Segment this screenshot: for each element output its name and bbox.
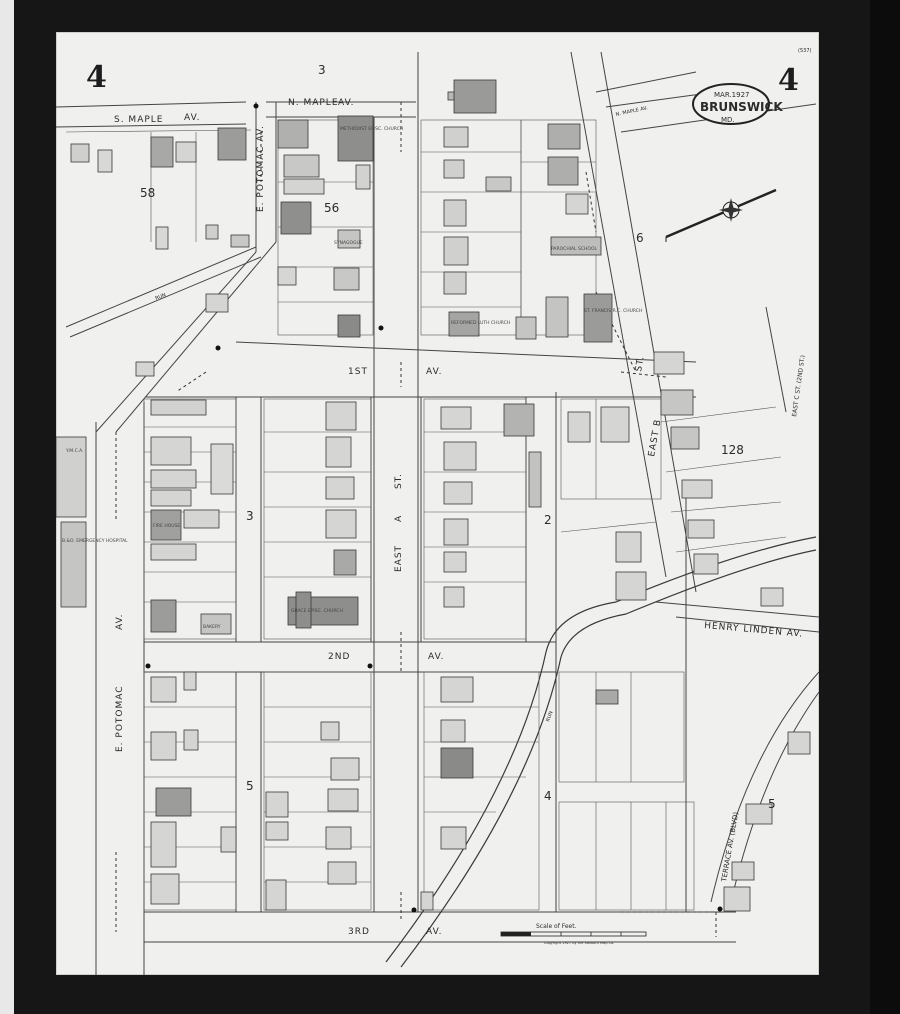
street-first: 1ST (348, 367, 368, 377)
street-n-maple: N. MAPLE (288, 98, 339, 108)
street-third: 3RD (348, 927, 370, 937)
scale-bar: Scale of Feet. Copyright 1927 by the San… (500, 923, 647, 945)
street-east-a-2: A (394, 515, 404, 522)
building-label: SYNAGOGUE (334, 240, 363, 246)
block-number: 58 (140, 186, 155, 200)
run-label-upper: RUN (155, 292, 168, 302)
street-second-av: AV. (428, 652, 444, 662)
street-s-maple-av: AV. (184, 113, 200, 123)
corner-note: (537) (798, 48, 811, 54)
street-east-a-1: EAST (394, 545, 404, 572)
street-second: 2ND (328, 652, 350, 662)
town-name: BRUNSWICK (700, 100, 783, 114)
building-label: ST. FRANCIS R.C. CHURCH (584, 308, 642, 314)
film-border-right (870, 0, 900, 1014)
sheet-number-right: 4 (778, 63, 799, 98)
buildings (56, 79, 811, 912)
building-label: BAKERY (203, 624, 221, 630)
run-label-lower: RUN (545, 710, 554, 723)
map-labels: 4 4 MAR.1927 BRUNSWICK MD. (537) S. MAPL… (62, 48, 811, 937)
block-number: 5 (768, 797, 776, 811)
fire-insurance-map: 4 4 MAR.1927 BRUNSWICK MD. (537) S. MAPL… (56, 48, 819, 975)
street-n-maple-av: AV. (338, 98, 354, 108)
building-label: GRACE EPISC. CHURCH (291, 608, 343, 614)
building-label: FIRE HOUSE (153, 523, 180, 529)
block-number: 128 (721, 443, 744, 457)
block-number: 3 (318, 63, 326, 77)
street-henry-linden: HENRY LINDEN AV. (704, 621, 804, 640)
hydrant-markers (145, 103, 723, 913)
block-number: 2 (544, 513, 552, 527)
block-number: 5 (246, 779, 254, 793)
run-creek (65, 246, 817, 968)
building-label: B.&O. EMERGENCY HOSPITAL (62, 538, 128, 544)
film-border-left (0, 0, 14, 1014)
street-e-potomac-lower: E. POTOMAC (115, 685, 125, 752)
street-east-b-st: ST. (634, 355, 647, 373)
block-number: 4 (544, 789, 552, 803)
map-sheet: 4 4 MAR.1927 BRUNSWICK MD. (537) S. MAPL… (56, 32, 819, 975)
copyright-note: Copyright 1927 by the Sanborn Map Co. (544, 941, 614, 945)
street-third-av: AV. (426, 927, 442, 937)
north-arrow-compass (665, 188, 777, 242)
street-first-av: AV. (426, 367, 442, 377)
block-number: 56 (324, 201, 339, 215)
building-label: PAROCHIAL SCHOOL (551, 246, 598, 252)
street-east-a-3: ST. (394, 473, 404, 489)
street-e-potomac-upper: E. POTOMAC AV. (256, 125, 266, 212)
block-number: 6 (636, 231, 644, 245)
map-date: MAR.1927 (714, 91, 749, 99)
building-label: REFORMED LUTH CHURCH (451, 320, 510, 326)
building-label: Y.M.C.A. (65, 448, 84, 454)
street-east-c: EAST C ST. (2ND ST.) (791, 355, 807, 418)
sheet-number-left: 4 (86, 60, 107, 95)
building-label: METHODIST EPISC. CHURCH (340, 126, 403, 132)
street-e-potomac-lower-av: AV. (115, 614, 125, 630)
title-cartouche (692, 83, 770, 125)
block-number: 3 (246, 509, 254, 523)
scale-label: Scale of Feet. (536, 923, 577, 930)
street-n-maple-right: N. MAPLE AV. (615, 105, 649, 118)
state-abbrev: MD. (721, 116, 735, 124)
street-s-maple: S. MAPLE (114, 115, 163, 125)
